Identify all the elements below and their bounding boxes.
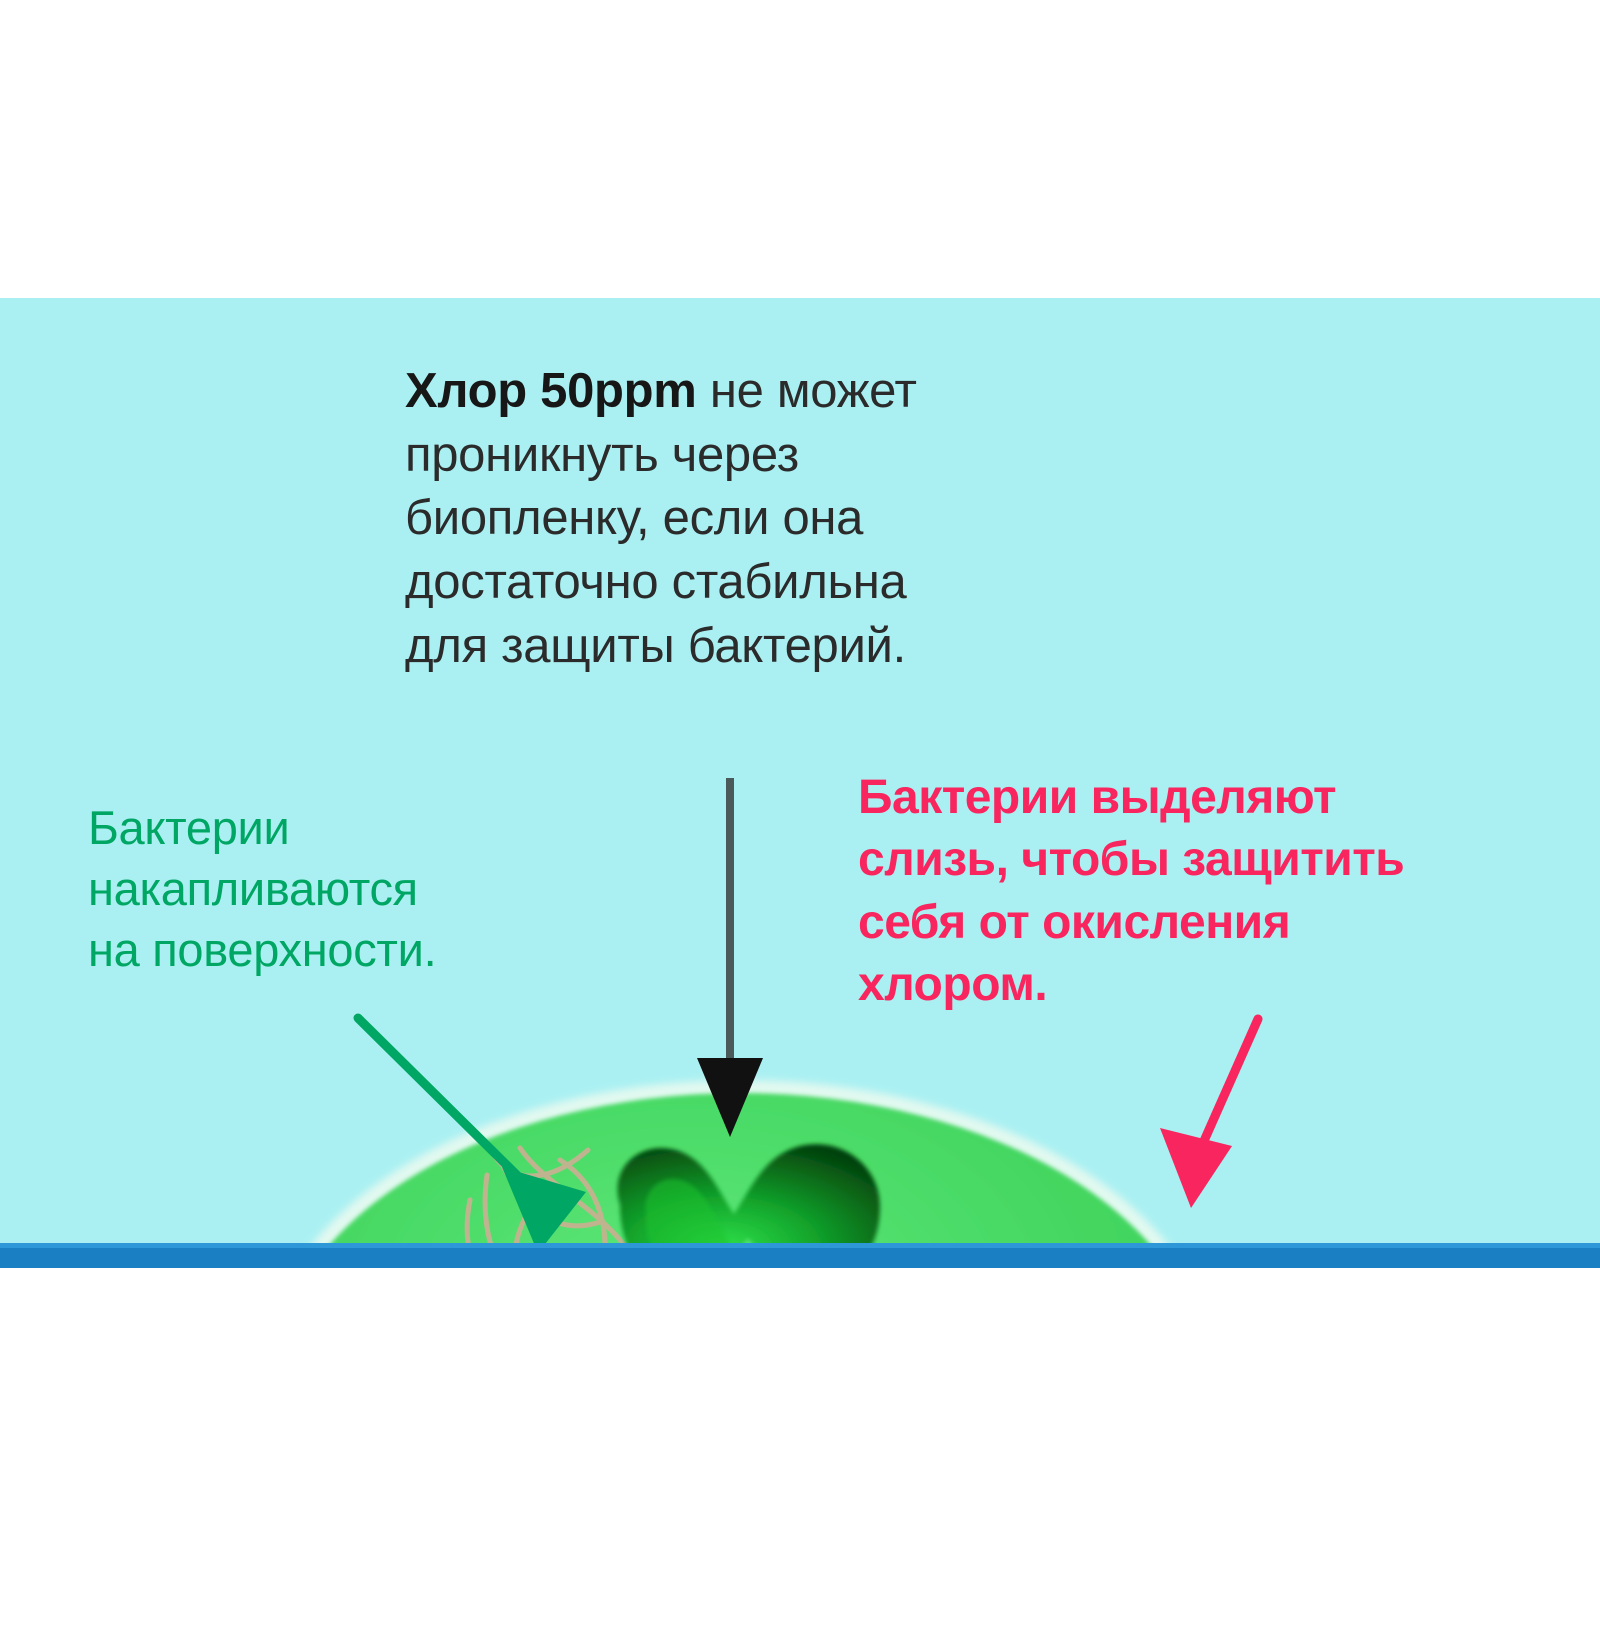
chlorine-annotation-bold: Хлор 50ppm [405,364,697,418]
slime-annotation: Бактерии выделяют слизь, чтобы защитить … [858,771,1405,1012]
chlorine-annotation: Хлор 50ppm не может проникнуть через био… [405,360,1105,678]
chlorine-annotation-rest: не может проникнуть через биопленку, есл… [405,364,917,673]
bottom-blue-bar-highlight [0,1243,1600,1248]
accumulate-annotation: Бактерии накапливаются на поверхности. [88,801,437,977]
